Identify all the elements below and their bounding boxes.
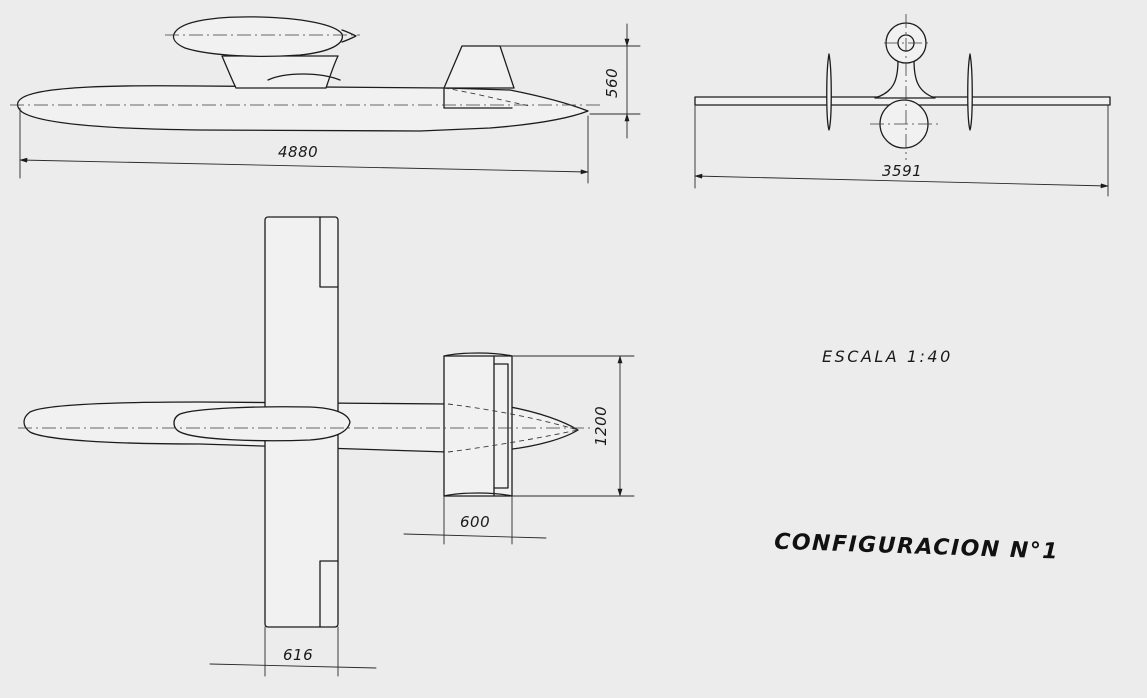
top-tail-hidden-upper [447, 403, 579, 431]
front-view: 3591 [694, 14, 1111, 197]
top-aileron-left [319, 216, 339, 288]
top-tail-span-label: 1200 [592, 406, 610, 446]
side-pylon [221, 55, 339, 89]
side-view: 4880 560 [10, 16, 641, 184]
top-engine-pod [173, 406, 351, 442]
top-wing-chord-label: 616 [283, 646, 313, 664]
top-tail-chord-label: 600 [460, 513, 490, 531]
front-span-label: 3591 [882, 162, 922, 180]
front-pylon [874, 59, 936, 99]
side-fuselage [16, 85, 589, 132]
front-span-dim-line [694, 173, 1109, 189]
top-tail-chord-dim-line [403, 533, 547, 539]
top-view: 1200 600 616 [18, 216, 635, 677]
side-engine-pod [172, 16, 343, 57]
side-length-label: 4880 [278, 143, 318, 161]
side-height-label: 560 [603, 68, 621, 98]
side-tail-fin [443, 45, 515, 89]
side-engine-tail [341, 29, 357, 43]
front-fin-right [967, 53, 973, 131]
side-wing-root [267, 73, 341, 81]
configuration-title: CONFIGURACION N°1 [774, 530, 1060, 565]
top-wing-chord-dim-line [209, 663, 377, 669]
top-fin-bottom [443, 492, 513, 497]
side-tail-base [443, 87, 513, 109]
top-fin-top [443, 352, 513, 357]
front-fin-left [826, 53, 832, 131]
top-tail-plane [443, 355, 513, 497]
scale-note: ESCALA 1:40 [822, 347, 953, 366]
top-aileron-right [319, 560, 339, 628]
top-elevator [493, 363, 509, 489]
top-tail-hidden-lower [447, 429, 579, 453]
side-length-dim-line [19, 157, 589, 175]
